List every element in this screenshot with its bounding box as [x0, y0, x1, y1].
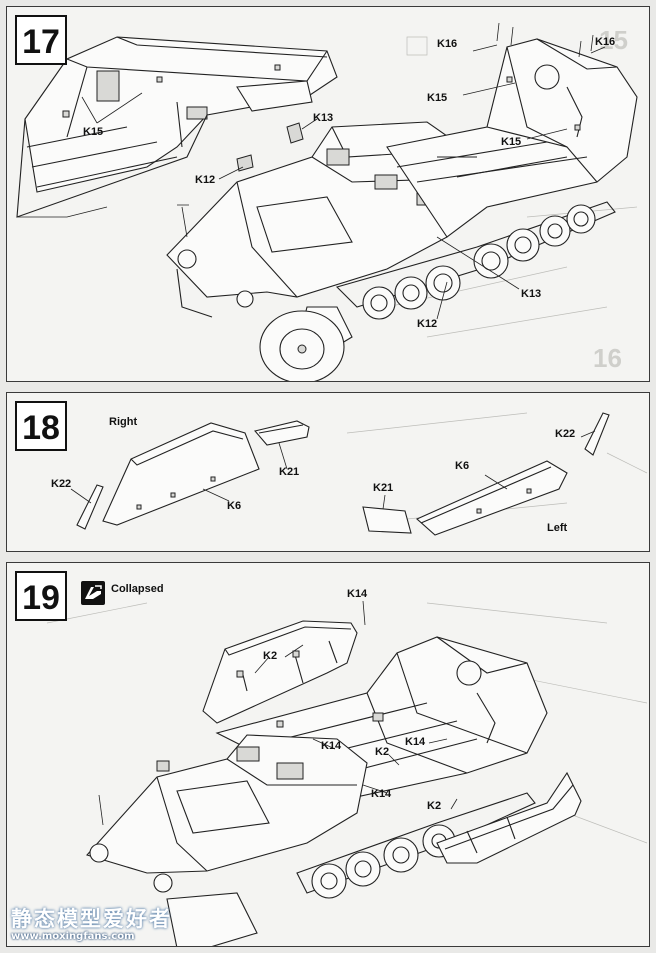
track-assembly [296, 792, 536, 899]
right-side-armour-plates [76, 420, 310, 530]
part-label-k2: K2 [375, 746, 389, 758]
step-17-leaders [81, 44, 606, 320]
step-number-18: 18 [15, 401, 67, 451]
ghost-background [46, 602, 648, 844]
watermark-url: www.moxingfans.com [11, 931, 135, 942]
part-label-k14: K14 [347, 588, 368, 600]
step-19-illustration: K14 K2 K14 K2 K14 K14 K2 [46, 588, 648, 946]
ghost-step-15: 15 [599, 25, 628, 55]
watermark-chinese-text: 静态模型爱好者 [11, 907, 172, 931]
collapsed-text: Collapsed [111, 583, 164, 595]
part-label-k6: K6 [455, 460, 469, 472]
rear-hull-left-part [16, 36, 338, 218]
part-label-k6: K6 [227, 500, 241, 512]
part-label-k14: K14 [371, 788, 392, 800]
halftrack-front-hull [86, 734, 368, 946]
ghost-step-16: 16 [593, 343, 622, 373]
part-label-k16: K16 [437, 38, 457, 50]
part-label-k14: K14 [405, 736, 426, 748]
part-label-k2: K2 [263, 650, 277, 662]
step-number-19: 19 [15, 571, 67, 621]
step-17-illustration: 15 16 [16, 22, 638, 381]
step-18-illustration: Right Left K22 K21 K6 K21 K6 K22 [51, 412, 648, 536]
part-label-k22: K22 [555, 428, 575, 440]
part-label-k15: K15 [427, 92, 447, 104]
step-number-17: 17 [15, 15, 67, 65]
collapsed-right-armour-panel [436, 771, 582, 864]
collapsed-step-icon [81, 581, 105, 605]
left-side-armour-plates [362, 412, 610, 536]
part-label-k12: K12 [195, 174, 215, 186]
step-17-panel: 15 16 [6, 6, 650, 382]
track-assembly [335, 201, 616, 320]
part-label-k13: K13 [313, 112, 333, 124]
part-label-k13: K13 [521, 288, 541, 300]
left-side-text: Left [547, 522, 568, 534]
part-label-k21: K21 [279, 466, 299, 478]
part-label-k14: K14 [321, 740, 342, 752]
right-side-text: Right [109, 416, 137, 428]
part-label-k22: K22 [51, 478, 71, 490]
step-18-panel: Right Left K22 K21 K6 K21 K6 K22 18 [6, 392, 650, 552]
collapsed-left-armour-panel [202, 620, 358, 724]
part-label-k2: K2 [427, 800, 441, 812]
step-19-panel: K14 K2 K14 K2 K14 K14 K2 19 Collapsed 静态… [6, 562, 650, 947]
step-19-leaders [254, 600, 458, 810]
rear-hull-right-part [386, 22, 638, 238]
part-label-k16: K16 [595, 36, 615, 48]
part-label-k12: K12 [417, 318, 437, 330]
ghost-background: 15 16 [386, 25, 638, 373]
step-18-leaders [70, 430, 596, 510]
watermark: 静态模型爱好者 www.moxingfans.com [11, 903, 172, 942]
part-label-k15: K15 [501, 136, 521, 148]
part-label-k15: K15 [83, 126, 103, 138]
part-label-k21: K21 [373, 482, 393, 494]
